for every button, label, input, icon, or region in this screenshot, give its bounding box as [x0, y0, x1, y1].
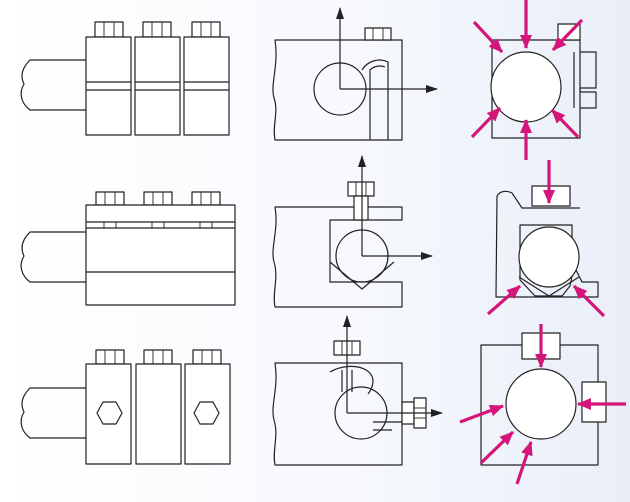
row1-screw-head-3: [191, 21, 221, 38]
row1-force-workpiece: [490, 51, 562, 123]
row2-screw-head-3: [191, 191, 221, 206]
row3-screw-head-1: [95, 349, 125, 365]
row2-section-outline: [272, 206, 403, 308]
row1-screw-head-1: [94, 21, 124, 38]
row2-force-body: [495, 195, 599, 298]
row1-section-screw-head: [364, 27, 392, 41]
row1-clamp-block-2: [134, 36, 181, 136]
row1-clamp-block-1: [85, 36, 132, 136]
row1-force-diagram: [470, 0, 597, 160]
row-2: [20, 155, 606, 318]
row-1: [20, 0, 597, 160]
row2-force-arrows: [486, 160, 606, 318]
row2-force-arrow-bottom-right: [572, 284, 606, 318]
row2-force-arrow-bottom-left: [486, 284, 522, 316]
row1-clamp-block-3: [183, 36, 230, 136]
row2-section-screw-head: [347, 181, 375, 197]
row3-shaft: [20, 387, 86, 439]
row3-section-view: [272, 315, 443, 466]
row3-hex-nut-3: [193, 401, 220, 425]
row3-hex-nut-1: [96, 401, 123, 425]
row2-section-view: [272, 155, 433, 308]
row3-force-arrows: [459, 324, 626, 485]
row2-force-workpiece: [518, 226, 580, 288]
row3-clamp-block-1: [85, 363, 132, 465]
row3-screw-head-3: [192, 349, 222, 365]
row2-force-diagram: [486, 160, 606, 318]
row1-section-outline: [272, 39, 403, 141]
row2-screw-head-1: [95, 191, 125, 206]
row1-force-arrow-bottom-right: [550, 108, 580, 139]
row3-force-arrow-bottom: [515, 441, 533, 485]
row1-shaft-with-clamps: [20, 21, 230, 136]
row2-shaft: [20, 231, 86, 283]
row2-bar-clamp: [85, 204, 236, 306]
row3-shaft-with-cross-clamps: [20, 349, 231, 465]
row1-force-arrow-top-left: [472, 20, 504, 54]
row1-section-view: [272, 7, 438, 141]
row3-force-diagram: [459, 324, 626, 485]
row3-clamp-block-3: [184, 363, 231, 465]
row3-clamp-block-2: [135, 363, 182, 465]
row2-screw-head-2: [143, 191, 173, 206]
row3-section-outline: [272, 362, 403, 466]
row1-force-arrow-bottom-left: [470, 106, 502, 139]
row-3: [20, 315, 626, 485]
row3-screw-head-2: [143, 349, 173, 365]
row1-shaft: [20, 59, 86, 111]
row1-force-arrow-top-right: [551, 18, 584, 52]
row2-shaft-with-bar-clamp: [20, 191, 236, 306]
row3-force-arrow-bottom-left: [479, 430, 515, 465]
row1-screw-head-2: [142, 21, 172, 38]
row3-force-workpiece: [505, 368, 577, 440]
row3-force-arrow-left: [459, 404, 504, 424]
row1-force-arrows: [470, 0, 584, 160]
